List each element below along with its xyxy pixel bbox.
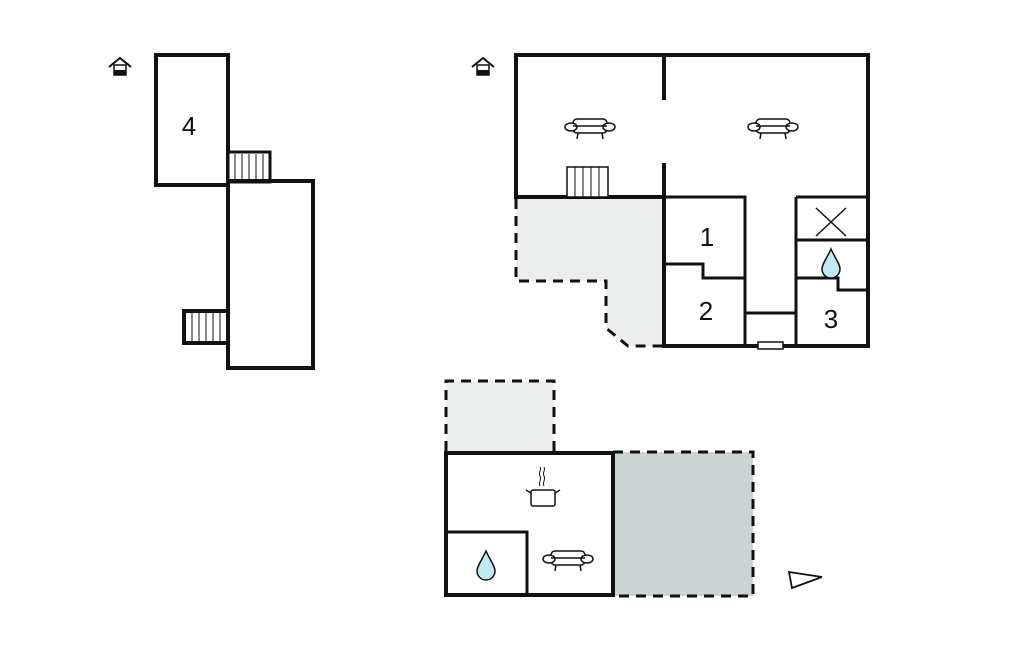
compass-arrow-icon xyxy=(787,570,823,590)
stairs-icon xyxy=(182,309,230,345)
window-icon xyxy=(757,341,784,350)
lower-room xyxy=(226,179,315,370)
main-building: 1 2 3 xyxy=(471,53,870,350)
terrace xyxy=(516,197,664,346)
room-4-label: 4 xyxy=(182,111,196,141)
room-2-label: 2 xyxy=(699,296,713,326)
left-building: 4 xyxy=(108,53,315,370)
stairs-icon xyxy=(226,150,272,184)
water-drop-icon xyxy=(821,248,841,279)
room-1-label: 1 xyxy=(700,222,714,252)
covered-terrace xyxy=(613,452,753,596)
sofa-icon xyxy=(542,550,594,572)
entrance-icon xyxy=(471,57,495,76)
x-mark-icon xyxy=(815,207,847,237)
water-drop-icon xyxy=(476,550,496,581)
terrace xyxy=(446,381,554,451)
stairs-icon xyxy=(566,166,609,198)
room-3-label: 3 xyxy=(824,304,838,334)
room-4 xyxy=(154,53,230,187)
entrance-icon xyxy=(108,57,132,76)
annex-building xyxy=(444,379,755,598)
sofa-icon xyxy=(564,118,616,140)
kitchen-icon xyxy=(525,466,561,507)
sofa-icon xyxy=(747,118,799,140)
